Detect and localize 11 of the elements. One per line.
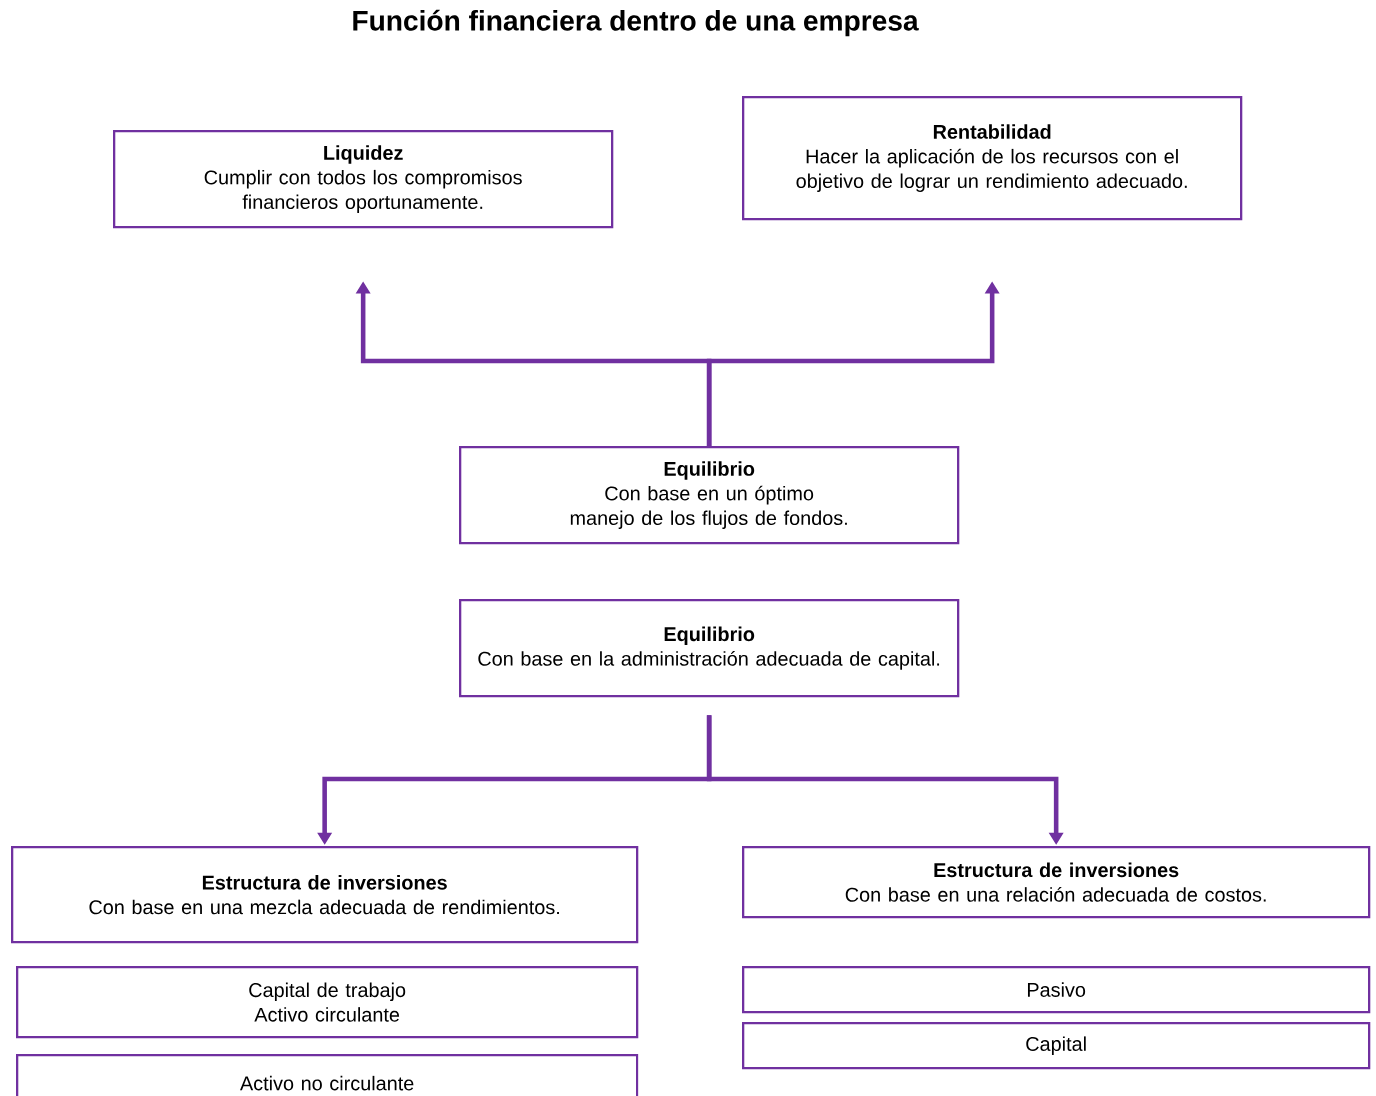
heading-box: Estructura de inversiones Con base en una relación adecuada de costos. xyxy=(742,846,1371,919)
heading-box: Liquidez Cumplir con todos los compromisos financieros oportunamente. xyxy=(113,130,614,229)
item-box: Activo no circulante xyxy=(16,1054,639,1096)
heading-box: Estructura de inversiones Con base en una mezcla adecuada de rendimientos. xyxy=(11,846,639,944)
heading-box: Equilibrio Con base en la administración adecuada de capital. xyxy=(459,599,960,698)
item-box: Capital de trabajo Activo circulante xyxy=(16,966,639,1039)
item-box: Pasivo xyxy=(742,966,1371,1014)
title: Función financiera dentro de una empresa xyxy=(353,9,919,37)
heading-box: Rentabilidad Hacer la aplicación de los recursos con el objetivo de lograr un rendimiento adecuado. xyxy=(742,96,1243,221)
heading-box: Equilibrio Con base en un óptimo manejo de los flujos de fondos. xyxy=(459,446,960,545)
item-box: Capital xyxy=(742,1022,1371,1070)
